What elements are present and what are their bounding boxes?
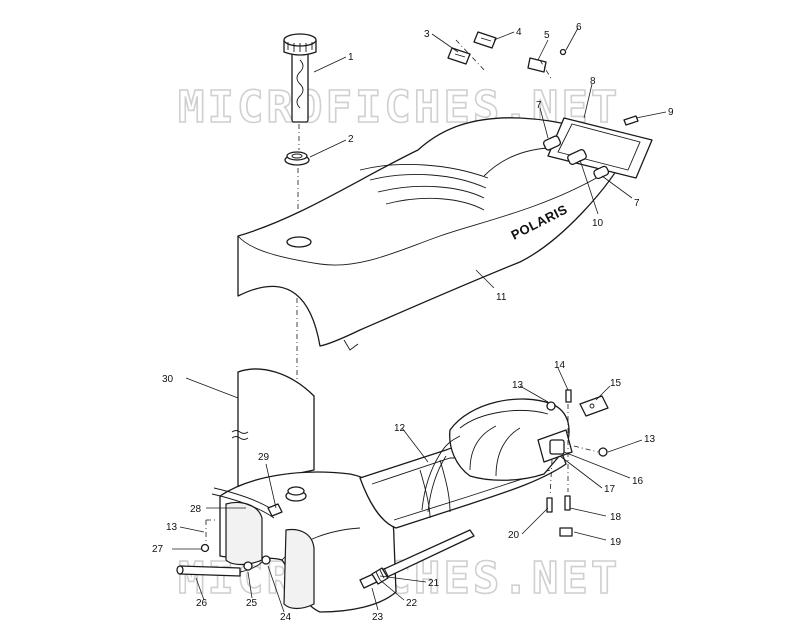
callout-22: 22 <box>406 598 418 609</box>
fuel-line <box>176 561 263 577</box>
callout-3: 3 <box>424 29 430 40</box>
callout-18: 18 <box>610 512 622 523</box>
decal-3 <box>447 47 471 65</box>
cable-12 <box>421 435 461 513</box>
callout-14: 14 <box>554 360 566 371</box>
callout-27: 27 <box>152 544 164 555</box>
callout-7a: 7 <box>536 100 542 111</box>
callout-26: 26 <box>196 598 208 609</box>
callout-21: 21 <box>428 578 440 589</box>
callout-19: 19 <box>610 537 622 548</box>
centerline-13c <box>573 445 599 453</box>
callout-13c: 13 <box>166 522 178 533</box>
callout-24: 24 <box>280 612 292 623</box>
brake-switch-assembly <box>537 395 609 463</box>
callout-17: 17 <box>604 484 616 495</box>
callout-25: 25 <box>246 598 258 609</box>
callout-11: 11 <box>496 292 507 303</box>
callout-13b: 13 <box>644 434 656 445</box>
callout-23: 23 <box>372 612 384 623</box>
decal-4 <box>473 31 497 49</box>
callout-labels: 1 2 3 4 5 6 7 8 9 7 10 11 12 30 13 14 15… <box>152 22 674 623</box>
plate-5 <box>527 57 547 73</box>
callout-7b: 7 <box>634 198 640 209</box>
centerline-27 <box>205 519 216 544</box>
callout-28: 28 <box>190 504 202 515</box>
callout-10: 10 <box>592 218 604 229</box>
callout-6: 6 <box>576 22 582 33</box>
callout-20: 20 <box>508 530 520 541</box>
fuel-cap <box>283 33 317 123</box>
centerline-decal <box>455 39 487 73</box>
tank-liner-sheet <box>231 368 323 488</box>
callout-5: 5 <box>544 30 550 41</box>
tank-fittings <box>200 543 271 571</box>
callout-15: 15 <box>610 378 622 389</box>
callout-16: 16 <box>632 476 644 487</box>
fuel-grommet <box>284 151 310 166</box>
lamp-socket-mid <box>567 149 587 165</box>
fuel-tank <box>211 471 397 613</box>
callout-9: 9 <box>668 107 674 118</box>
leader-lines <box>172 27 667 613</box>
callout-13a: 13 <box>512 380 524 391</box>
screw-9 <box>623 115 639 126</box>
fasteners-right <box>546 389 608 537</box>
centerline-plate <box>539 59 553 81</box>
callout-1: 1 <box>348 52 354 63</box>
callout-2: 2 <box>348 134 354 145</box>
lamp-socket-upper <box>542 135 562 151</box>
callout-8: 8 <box>590 76 596 87</box>
rivet-6 <box>559 48 567 56</box>
callout-4: 4 <box>516 27 522 38</box>
callout-12: 12 <box>394 423 406 434</box>
callout-30: 30 <box>162 374 174 385</box>
callout-29: 29 <box>258 452 270 463</box>
